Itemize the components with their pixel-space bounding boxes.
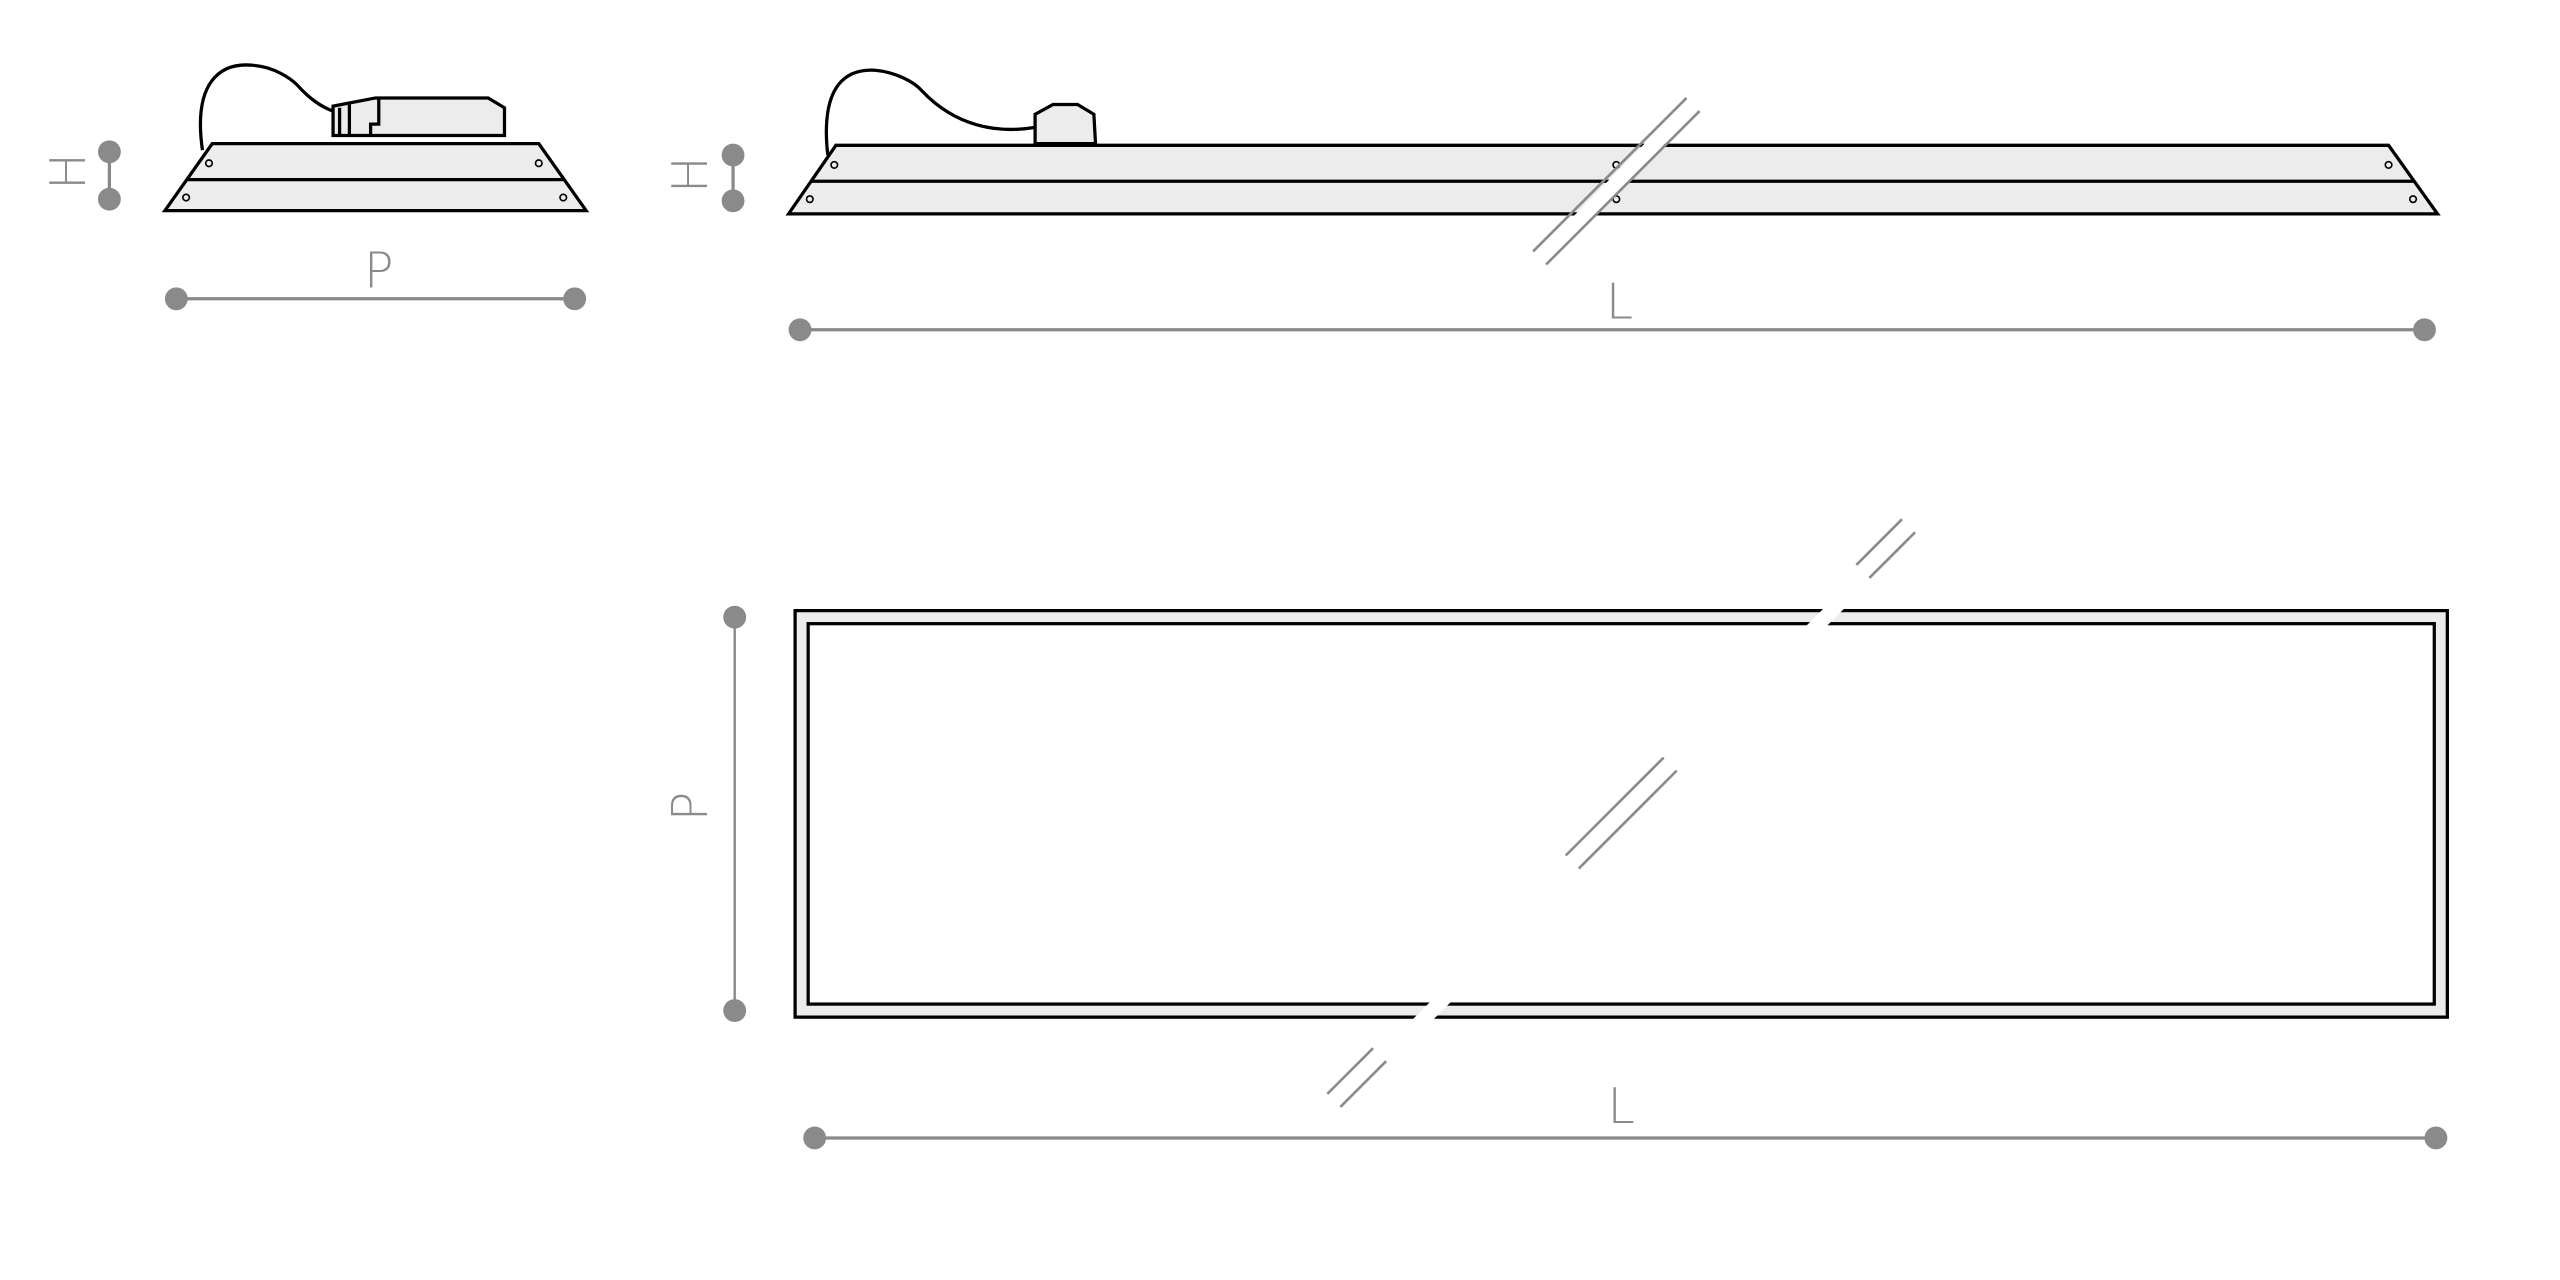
depth-label: P	[662, 792, 719, 822]
driver-box	[331, 96, 507, 138]
break-line	[1577, 769, 1678, 870]
height-label: H	[662, 156, 719, 193]
break-line	[1326, 1047, 1374, 1095]
length-label: L	[1606, 273, 1633, 330]
break-line	[1545, 110, 1701, 266]
break-line	[1868, 531, 1917, 579]
depth-label: P	[364, 242, 394, 299]
side-view: H P	[40, 63, 590, 311]
break-line	[1564, 756, 1665, 857]
break-line	[1339, 1060, 1388, 1108]
break-line	[1532, 97, 1688, 253]
length-label: L	[1608, 1078, 1635, 1135]
front-view: H L	[662, 68, 2441, 342]
cable	[198, 63, 334, 151]
cable	[824, 68, 1036, 156]
luminaire-body	[161, 142, 590, 213]
height-label: H	[40, 153, 97, 190]
break-line	[1855, 518, 1903, 566]
connector-box	[1033, 102, 1098, 146]
top-view: P L	[662, 518, 2449, 1150]
